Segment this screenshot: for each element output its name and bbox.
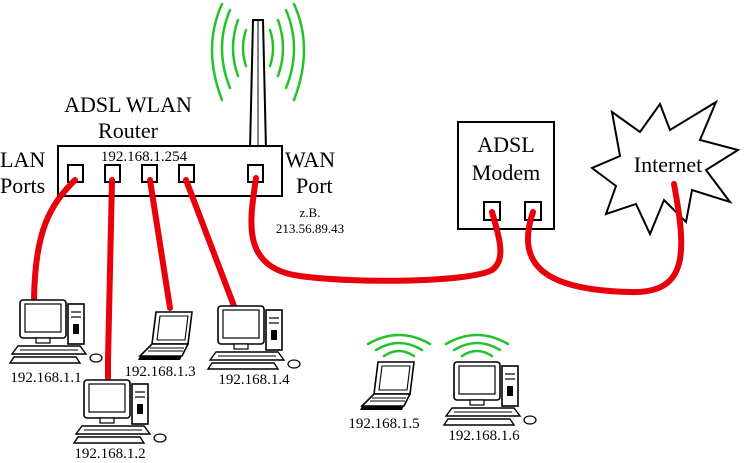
laptop-icon [137,311,193,361]
modem-label-line2: Modem [472,160,540,185]
device-ip-3: 192.168.1.3 [124,364,195,380]
lan-label-line2: Ports [0,173,45,198]
router-lan-ip: 192.168.1.254 [101,149,188,165]
device-ip-4: 192.168.1.4 [218,372,290,388]
wan-label-line2: Port [296,173,333,198]
cable-lan4 [183,177,237,309]
cable-modem-internet [524,181,685,296]
router-title-line2: Router [98,118,159,143]
cables [31,175,685,381]
internet-label: Internet [634,152,702,177]
cable-lan1 [31,177,78,303]
cable-wan [248,175,504,284]
cable-lan3 [147,177,173,311]
lan-label-line1: LAN [0,147,45,172]
device-ip-6: 192.168.1.6 [448,428,520,444]
desktop-icon [207,305,301,370]
desktop-icon [73,379,167,444]
lan-ports [67,164,195,183]
router-wifi-signal [210,2,306,102]
laptop5-wifi-signal [366,333,432,358]
desktop-icon [443,361,537,426]
internet-cloud [590,99,741,237]
device-ip-1: 192.168.1.1 [10,370,81,386]
wan-example-line1: z.B. [300,205,321,220]
wan-label-line1: WAN [285,147,335,172]
laptop-icon [359,361,415,411]
wan-example-line2: 213.56.89.43 [276,221,344,236]
device-ip-5: 192.168.1.5 [348,416,419,432]
cable-lan2 [105,177,115,381]
device-ip-2: 192.168.1.2 [74,446,145,462]
router-box [57,145,283,197]
router-title-line1: ADSL WLAN [64,92,192,117]
desktop-icon [9,299,103,364]
router-antenna [248,19,268,151]
desktop6-wifi-signal [444,333,510,358]
modem-label-line1: ADSL [477,132,534,157]
